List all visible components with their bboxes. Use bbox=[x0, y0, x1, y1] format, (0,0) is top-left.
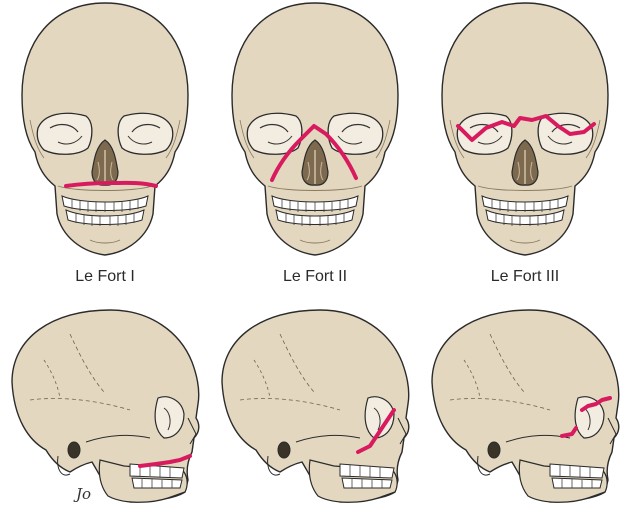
skull-front-le-fort-3 bbox=[442, 3, 608, 255]
skull-side-le-fort-3 bbox=[432, 310, 619, 502]
skull-front-le-fort-2 bbox=[232, 3, 398, 255]
caption-le-fort-3: Le Fort III bbox=[420, 268, 630, 286]
caption-le-fort-2: Le Fort II bbox=[210, 268, 420, 286]
skull-front-le-fort-1 bbox=[22, 3, 188, 255]
skull-side-le-fort-2 bbox=[222, 310, 409, 502]
caption-le-fort-1: Le Fort I bbox=[0, 268, 210, 286]
artist-signature: Jo bbox=[76, 485, 91, 503]
skull-side-le-fort-1 bbox=[12, 310, 199, 502]
